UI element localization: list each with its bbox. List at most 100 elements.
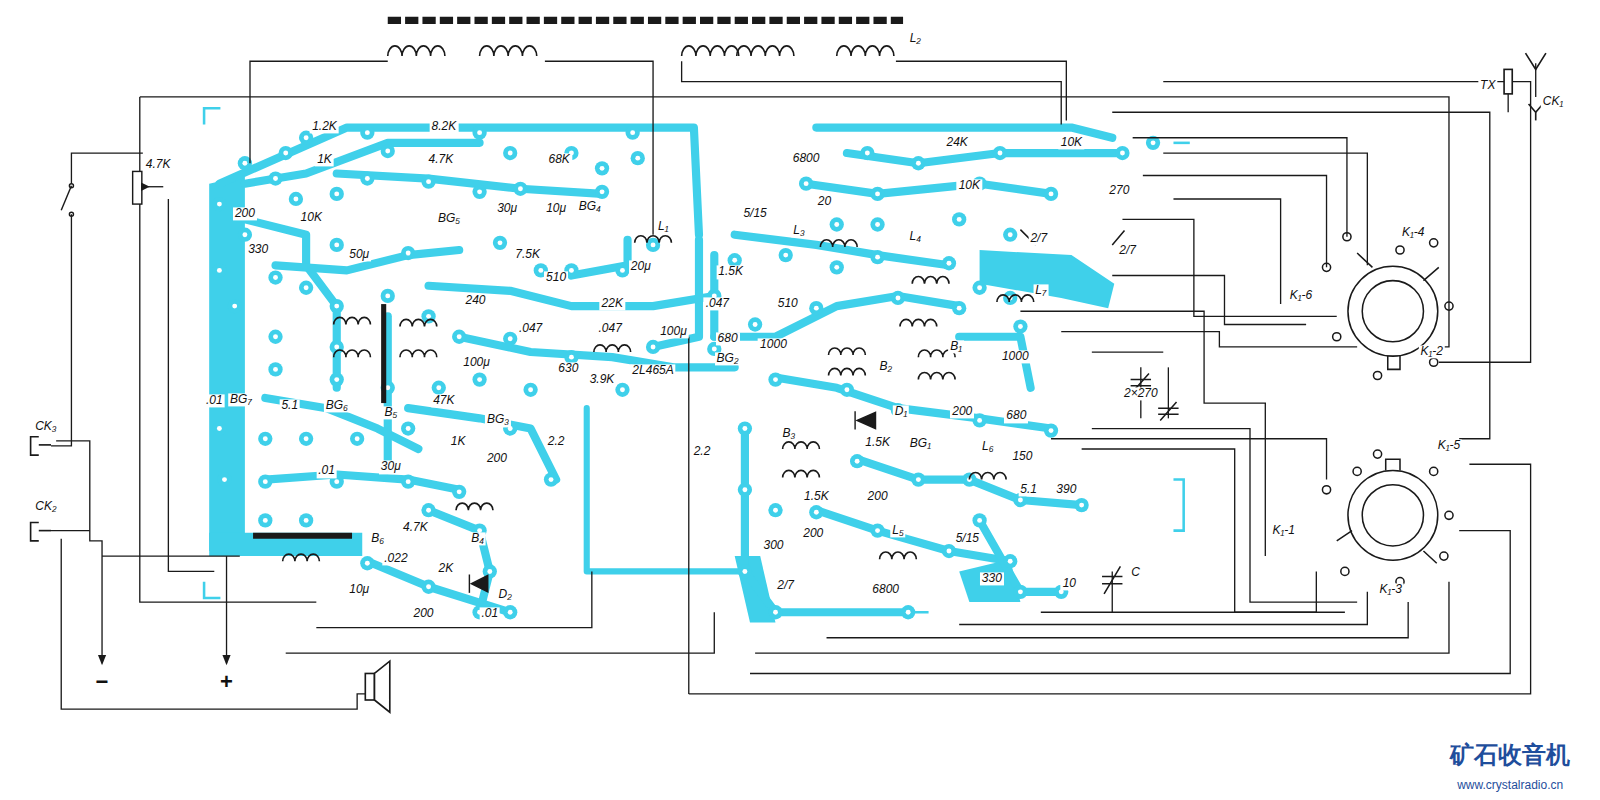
part-label: 200 — [950, 406, 974, 419]
wiring — [51, 61, 1536, 709]
part-label: 4.7K — [401, 521, 430, 534]
part-label: 1000 — [758, 338, 789, 351]
part-label: L₆ — [980, 440, 996, 453]
part-label: 47K — [431, 394, 456, 407]
part-label: 240 — [463, 294, 487, 307]
watermark: 矿石收音机 — [1448, 742, 1572, 768]
variable-capacitor — [1020, 230, 1178, 594]
part-label: 200 — [801, 527, 825, 540]
part-label: 200 — [485, 453, 509, 466]
part-label: 10K — [1059, 136, 1084, 149]
part-label: 50μ — [347, 249, 371, 262]
part-label: 30μ — [379, 461, 403, 474]
part-label: 2K — [437, 563, 456, 576]
coil-symbol — [283, 236, 1034, 562]
part-label: 8.2K — [430, 120, 459, 133]
part-label: CK₃ — [33, 420, 58, 433]
part-label: .01 — [479, 608, 500, 621]
part-label: 5.1 — [279, 400, 300, 413]
part-label: 2L465A — [630, 365, 675, 378]
part-label: 390 — [1054, 483, 1078, 496]
part-label: D₁ — [893, 406, 909, 419]
part-label: 20 — [816, 195, 833, 208]
potentiometer-symbol — [133, 171, 148, 204]
part-label: 10μ — [544, 203, 568, 216]
part-label: B₁ — [948, 340, 964, 353]
part-label: 6800 — [791, 153, 822, 166]
part-label: 1.5K — [716, 266, 745, 279]
part-label: BG₂ — [715, 353, 741, 366]
part-label: L₁ — [656, 220, 670, 233]
part-label: CK₁ — [1541, 95, 1565, 108]
transformer-core — [253, 304, 384, 536]
part-label: 1K — [449, 435, 468, 448]
part-label: 150 — [1010, 451, 1034, 464]
part-label: L₇ — [1033, 284, 1048, 297]
part-label: D₂ — [496, 588, 513, 601]
watermark: www.crystalradio.cn — [1455, 779, 1565, 792]
part-label: 270 — [1107, 184, 1131, 197]
part-label: 100μ — [461, 357, 492, 370]
part-label: 2.2 — [546, 435, 567, 448]
part-label: 200 — [866, 490, 890, 503]
part-label: BG₇ — [228, 393, 254, 406]
part-label: CK₂ — [33, 501, 58, 514]
part-label: TX — [1478, 79, 1497, 92]
polarity-sign: + — [218, 670, 235, 694]
part-label: 680 — [1004, 410, 1028, 423]
part-label: 2/7 — [1028, 232, 1049, 245]
part-label: 10K — [299, 212, 324, 225]
part-label: 2/7 — [1117, 244, 1138, 257]
switch-symbol — [61, 184, 73, 217]
part-label: .022 — [382, 553, 409, 566]
part-label: .047 — [597, 322, 624, 335]
part-label: K₁-6 — [1288, 289, 1314, 302]
band-switch-wafer — [1322, 233, 1453, 586]
part-label: K₁-5 — [1436, 439, 1462, 452]
speaker-symbol — [365, 661, 389, 712]
part-label: 1000 — [1000, 351, 1031, 364]
part-label: 5/15 — [741, 208, 768, 221]
part-label: .047 — [517, 322, 544, 335]
part-label: B₅ — [382, 407, 399, 420]
part-label: 300 — [761, 539, 785, 552]
part-label: BG₅ — [436, 213, 462, 226]
part-label: L₄ — [908, 230, 923, 243]
solder-pad — [212, 126, 1160, 620]
part-label: 10K — [957, 179, 982, 192]
part-label: K₁-2 — [1418, 345, 1444, 358]
part-label: B₆ — [369, 532, 386, 545]
part-label: 4.7K — [144, 159, 173, 172]
part-label: K₁-1 — [1270, 524, 1296, 537]
part-label: BG₄ — [577, 201, 603, 214]
ferrite-rod — [388, 20, 903, 21]
part-label: 6800 — [870, 583, 901, 596]
polarity-sign: − — [94, 670, 111, 694]
diode-symbol — [469, 411, 875, 593]
part-label: B₃ — [780, 427, 797, 440]
part-label: K₁-3 — [1378, 583, 1404, 596]
part-label: 1.2K — [310, 120, 339, 133]
part-label: B₄ — [469, 532, 486, 545]
part-label: C — [1129, 567, 1142, 580]
part-label: .01 — [204, 394, 225, 407]
part-label: 5/15 — [954, 532, 981, 545]
part-label: BG₃ — [485, 414, 511, 427]
part-label: 7.5K — [513, 249, 542, 262]
part-label: 330 — [246, 243, 270, 256]
copper-plane — [209, 176, 1114, 623]
part-label: .01 — [316, 465, 337, 478]
part-label: 1K — [315, 154, 334, 167]
part-label: 200 — [411, 608, 435, 621]
part-label: 10μ — [347, 583, 371, 596]
part-label: 2/7 — [775, 579, 796, 592]
part-label: BG₁ — [908, 437, 933, 450]
part-label: 2×270 — [1122, 387, 1160, 400]
part-label: K₁-4 — [1400, 226, 1426, 239]
part-label: L₃ — [791, 224, 806, 237]
part-label: 1.5K — [802, 490, 831, 503]
antenna-coil — [388, 46, 894, 56]
part-label: 510 — [544, 271, 568, 284]
part-label: 2.2 — [692, 445, 713, 458]
